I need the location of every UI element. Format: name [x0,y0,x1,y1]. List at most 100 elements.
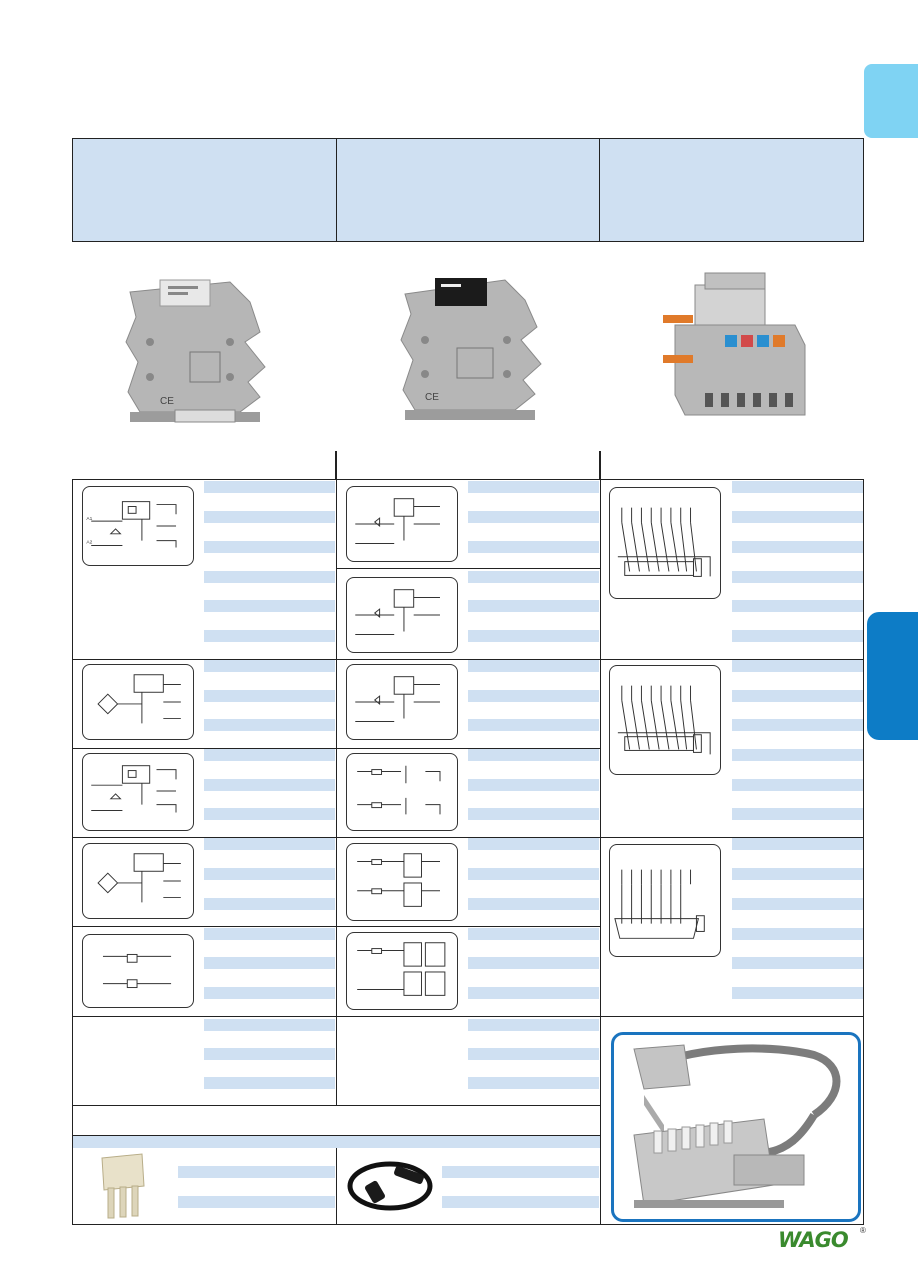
jumper-photo [98,1150,148,1222]
divider [72,748,600,749]
divider [600,451,601,1105]
stripe [204,808,335,820]
stripe [468,987,599,999]
stripe [732,481,863,493]
jumper-icon [101,1153,145,1219]
header-cell-2 [337,139,601,241]
stripe [468,481,599,493]
divider [336,451,337,1105]
column-head-3 [600,451,864,480]
stripe [468,571,599,583]
stripe [732,808,863,820]
wiring-diagram-interface-2 [609,665,721,775]
usb-cable-photo [344,1150,436,1218]
svg-text:A2: A2 [86,540,92,546]
stripe [732,898,863,910]
stripe [442,1196,599,1208]
stripe [732,630,863,642]
stripe [204,928,335,940]
stripe [732,541,863,553]
stripe [204,541,335,553]
wiring-diagram-ssr-3 [346,664,458,740]
divider [72,837,864,838]
stripe [204,719,335,731]
stripe [468,749,599,761]
wiring-diagram-ssr-2 [346,577,458,653]
stripe [204,630,335,642]
stripe [204,868,335,880]
stripe [732,868,863,880]
stripe [468,541,599,553]
stripe [204,660,335,672]
wiring-diagram-relay-5 [82,934,194,1008]
stripe [468,630,599,642]
stripe [468,838,599,850]
stripe [204,1077,335,1089]
stripe [732,600,863,612]
stripe [468,808,599,820]
stripe [732,690,863,702]
stripe [732,987,863,999]
stripe [204,511,335,523]
stripe [732,749,863,761]
wiring-diagram-ssr-5 [346,843,458,921]
usb-cable-icon [347,1161,433,1211]
ce-mark: CE [160,396,174,407]
stripe [468,511,599,523]
stripe [204,987,335,999]
wiring-diagram-relay-3 [82,753,194,831]
stripe [732,660,863,672]
stripe [468,1048,599,1060]
stripe [73,1136,600,1148]
divider [72,659,864,660]
divider [72,1105,600,1106]
solid-state-relay-icon: CE [400,278,542,420]
stripe [468,600,599,612]
column-head-2 [336,451,600,480]
stripe [204,600,335,612]
stripe [178,1196,335,1208]
registered-mark: ® [860,1226,866,1235]
header-table [72,138,864,242]
wiring-diagram-interface-1 [609,487,721,599]
stripe [732,838,863,850]
interface-module-icon [663,272,806,416]
wago-logo: WAGO ® [778,1226,866,1254]
stripe [204,838,335,850]
stripe [204,749,335,761]
stripe [204,1048,335,1060]
stripe [178,1166,335,1178]
wiring-diagram-interface-3 [609,844,721,957]
wiring-diagram-ssr-1 [346,486,458,562]
svg-text:CE: CE [425,392,439,403]
stripe [204,898,335,910]
section-tab-top [864,64,918,138]
wiring-diagram-relay-4 [82,843,194,919]
stripe [468,719,599,731]
divider [336,568,600,569]
relay-module-photo: CE [120,272,272,426]
stripe [204,957,335,969]
wiring-diagram-ssr-4 [346,753,458,831]
section-tab-side [867,612,918,740]
stripe [204,571,335,583]
divider [600,1105,601,1225]
stripe [732,719,863,731]
stripe [204,481,335,493]
header-cell-1 [73,139,337,241]
stripe [468,928,599,940]
stripe [468,957,599,969]
wiring-diagram-relay-2 [82,664,194,740]
divider [72,1016,864,1017]
interface-module-photo [655,265,815,433]
stripe [468,660,599,672]
stripe [468,779,599,791]
divider [336,1135,337,1225]
stripe [442,1166,599,1178]
stripe [204,779,335,791]
stripe [468,1019,599,1031]
stripe [732,571,863,583]
logo-text: WAGO [778,1228,849,1252]
wiring-diagram-ssr-6 [346,932,458,1010]
